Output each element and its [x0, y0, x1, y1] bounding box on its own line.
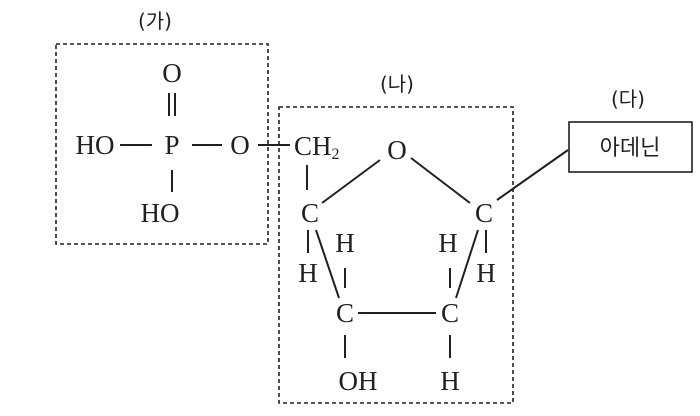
label-phosphate: (가): [138, 9, 172, 33]
atom-c2: C: [475, 198, 493, 228]
bond: [410, 157, 471, 204]
atom-o-right: O: [230, 130, 250, 160]
atom-ch2: CH2: [294, 131, 340, 163]
atom-o-top: O: [162, 58, 182, 88]
atom-c1: C: [301, 198, 319, 228]
atom-p: P: [164, 130, 179, 160]
atom-c4: C: [441, 298, 459, 328]
base-bond: [496, 149, 569, 201]
atom-h: H: [476, 258, 496, 288]
base-name: 아데닌: [600, 136, 661, 161]
atom-oh: OH: [339, 366, 378, 396]
label-sugar: (나): [380, 72, 414, 96]
bond: [315, 229, 340, 299]
atom-h: H: [438, 228, 458, 258]
bond: [321, 159, 381, 204]
atom-c3: C: [336, 298, 354, 328]
label-base: (다): [611, 87, 645, 111]
atom-h: H: [298, 258, 318, 288]
atom-ho-left: HO: [76, 130, 115, 160]
atom-ring-o: O: [387, 135, 407, 165]
atom-h: H: [440, 366, 460, 396]
atom-ho-bottom: HO: [141, 198, 180, 228]
base-box: [568, 121, 693, 173]
bond: [455, 229, 479, 299]
sugar-box: [278, 106, 514, 404]
atom-h: H: [335, 228, 355, 258]
